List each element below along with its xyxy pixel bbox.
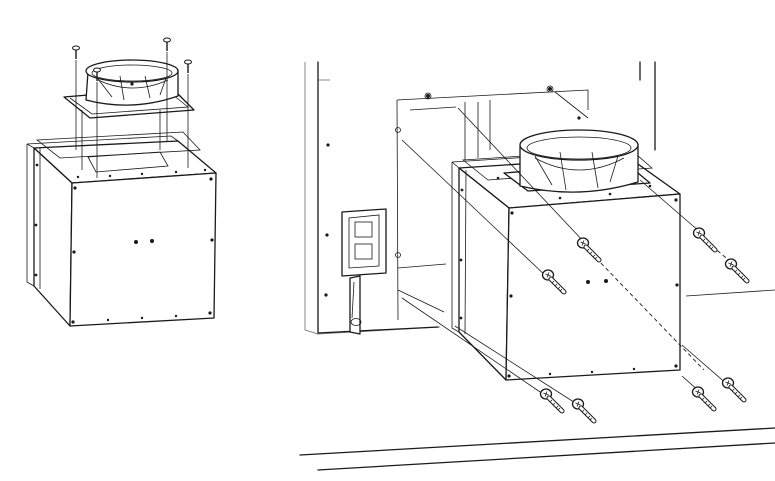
housing-front-face	[69, 172, 217, 327]
screw-icon	[723, 378, 745, 400]
wall-cabinet	[299, 61, 775, 471]
blower-housing-left	[26, 131, 217, 327]
right-panel	[299, 61, 775, 471]
left-panel	[26, 37, 217, 327]
screw-icon	[573, 399, 595, 421]
screw-icon	[183, 59, 193, 74]
screw-icon	[71, 45, 81, 60]
screw-icon	[694, 228, 716, 250]
fan-collar-right	[503, 116, 651, 193]
wall-switch	[341, 208, 387, 335]
screw-icon	[162, 37, 172, 52]
housing-front-face	[505, 193, 681, 381]
fan-collar-left	[63, 59, 195, 119]
screw-icon	[726, 259, 748, 281]
screw-icon	[693, 387, 715, 409]
